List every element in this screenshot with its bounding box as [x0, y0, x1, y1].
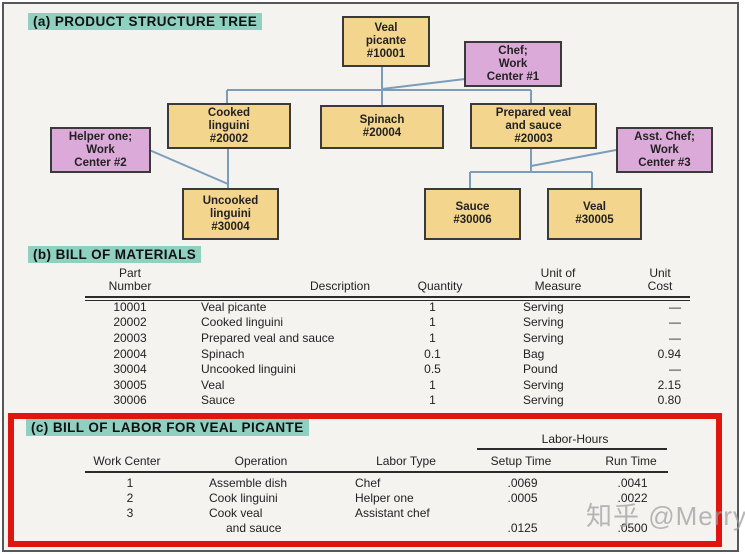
- bom-header-unit-cost: Unit Cost: [647, 266, 673, 293]
- table-row: 2 Cook linguini Helper one .0005 .0022: [85, 490, 680, 505]
- bol-cell-labor-type: Chef: [355, 475, 381, 490]
- connector-asst-chef-diagonal: [530, 149, 617, 167]
- bol-labor-hours-rule: [477, 448, 667, 450]
- table-row: 20002 Cooked linguini 1 Serving —: [85, 315, 685, 331]
- watermark: 知乎 @Merry: [586, 501, 745, 531]
- tree-node-cooked-linguini: Cooked linguini #20002: [167, 103, 291, 149]
- bom-cell-cost: —: [669, 330, 681, 345]
- bol-header-labor-type: Labor Type: [376, 454, 436, 468]
- bol-cell-operation: Cook veal: [209, 505, 263, 520]
- tree-node-chef-work-center-1: Chef; Work Center #1: [464, 41, 562, 87]
- bol-cell-setup-time: .0125: [507, 521, 538, 536]
- bom-header-quantity: Quantity: [417, 279, 463, 293]
- emphasis-red-box: [8, 413, 722, 547]
- bom-cell-part: 30004: [113, 362, 147, 377]
- bom-cell-part: 20004: [113, 346, 147, 361]
- bom-header-rule: [85, 296, 690, 301]
- tree-node-uncooked-linguini: Uncooked linguini #30004: [182, 188, 279, 240]
- tree-node-veal-picante: Veal picante #10001: [342, 16, 430, 67]
- bol-cell-setup-time: .0005: [507, 490, 538, 505]
- table-row: 30004 Uncooked linguini 0.5 Pound —: [85, 361, 685, 377]
- bom-cell-qty: 1: [429, 299, 436, 314]
- bom-cell-qty: 1: [429, 377, 436, 392]
- bom-cell-uom: Serving: [523, 393, 564, 408]
- bol-cell-operation: and sauce: [226, 521, 282, 536]
- bom-header-unit-of-measure: Unit of Measure: [534, 266, 582, 293]
- bol-cell-run-time: .0022: [617, 490, 648, 505]
- bom-cell-qty: 1: [429, 330, 436, 345]
- bol-header-operation: Operation: [234, 454, 288, 468]
- bom-cell-desc: Sauce: [201, 393, 236, 408]
- section-c-title: (c) BILL OF LABOR FOR VEAL PICANTE: [26, 419, 309, 436]
- tree-node-helper-work-center-2: Helper one; Work Center #2: [50, 127, 151, 173]
- bom-cell-uom: Serving: [523, 315, 564, 330]
- table-row: 30006 Sauce 1 Serving 0.80: [85, 393, 685, 409]
- bom-header-description: Description: [309, 279, 371, 293]
- table-row: 3 Cook veal Assistant chef: [85, 505, 680, 520]
- bol-header-work-center: Work Center: [93, 454, 161, 468]
- bom-cell-part: 20002: [113, 315, 147, 330]
- bol-cell-run-time: .0041: [617, 475, 648, 490]
- bom-cell-uom: Bag: [523, 346, 545, 361]
- bol-cell-setup-time: .0069: [507, 475, 538, 490]
- bom-cell-part: 30005: [113, 377, 147, 392]
- bom-cell-uom: Serving: [523, 330, 564, 345]
- bol-header-run-time: Run Time: [605, 454, 657, 468]
- bom-cell-desc: Cooked linguini: [201, 315, 284, 330]
- bol-header-labor-hours: Labor-Hours: [541, 432, 609, 446]
- bol-cell-work-center: 1: [126, 475, 134, 490]
- bom-cell-cost: 2.15: [657, 377, 681, 392]
- table-row: and sauce .0125 .0500: [85, 521, 680, 536]
- bol-cell-operation: Assemble dish: [209, 475, 288, 490]
- bom-cell-qty: 0.5: [424, 362, 441, 377]
- connector-chef-diagonal: [381, 78, 466, 90]
- bol-header-setup-time: Setup Time: [490, 454, 552, 468]
- bom-table: 10001 Veal picante 1 Serving — 20002 Coo…: [85, 299, 685, 408]
- table-row: 10001 Veal picante 1 Serving —: [85, 299, 685, 315]
- bom-cell-cost: 0.94: [657, 346, 681, 361]
- table-row: 20003 Prepared veal and sauce 1 Serving …: [85, 330, 685, 346]
- bol-cell-work-center: 2: [126, 490, 134, 505]
- bom-cell-qty: 1: [429, 393, 436, 408]
- bol-cell-labor-type: Helper one: [355, 490, 414, 505]
- bom-cell-cost: —: [669, 299, 681, 314]
- bol-cell-labor-type: Assistant chef: [355, 505, 430, 520]
- bol-table: 1 Assemble dish Chef .0069 .0041 2 Cook …: [85, 475, 680, 536]
- bol-header-rule: [85, 471, 668, 473]
- bom-cell-cost: —: [669, 362, 681, 377]
- bom-cell-part: 30006: [113, 393, 147, 408]
- bom-cell-uom: Serving: [523, 299, 564, 314]
- bom-cell-part: 20003: [113, 330, 147, 345]
- bom-cell-uom: Serving: [523, 377, 564, 392]
- bom-header-part-number: Part Number: [108, 266, 152, 293]
- bom-cell-desc: Prepared veal and sauce: [201, 330, 335, 345]
- bom-cell-cost: 0.80: [657, 393, 681, 408]
- bol-cell-work-center: 3: [126, 505, 134, 520]
- bom-cell-desc: Veal: [201, 377, 225, 392]
- bom-cell-qty: 0.1: [424, 346, 441, 361]
- table-row: 1 Assemble dish Chef .0069 .0041: [85, 475, 680, 490]
- bom-cell-uom: Pound: [523, 362, 558, 377]
- tree-node-prepared-veal: Prepared veal and sauce #20003: [470, 103, 597, 149]
- section-a-title: (a) PRODUCT STRUCTURE TREE: [28, 13, 263, 30]
- bom-cell-part: 10001: [113, 299, 147, 314]
- bom-cell-qty: 1: [429, 315, 436, 330]
- table-row: 30005 Veal 1 Serving 2.15: [85, 377, 685, 393]
- bom-cell-desc: Spinach: [201, 346, 245, 361]
- tree-node-sauce: Sauce #30006: [424, 188, 521, 240]
- bom-cell-desc: Uncooked linguini: [201, 362, 296, 377]
- section-b-title: (b) BILL OF MATERIALS: [28, 246, 202, 263]
- table-row: 20004 Spinach 0.1 Bag 0.94: [85, 346, 685, 362]
- connector-helper-diagonal: [146, 148, 229, 185]
- tree-node-asst-chef-work-center-3: Asst. Chef; Work Center #3: [616, 127, 713, 173]
- bol-cell-run-time: .0500: [617, 521, 648, 536]
- tree-node-veal: Veal #30005: [547, 188, 642, 240]
- tree-node-spinach: Spinach #20004: [320, 105, 444, 149]
- bol-cell-operation: Cook linguini: [209, 490, 278, 505]
- bom-cell-cost: —: [669, 315, 681, 330]
- bom-cell-desc: Veal picante: [201, 299, 267, 314]
